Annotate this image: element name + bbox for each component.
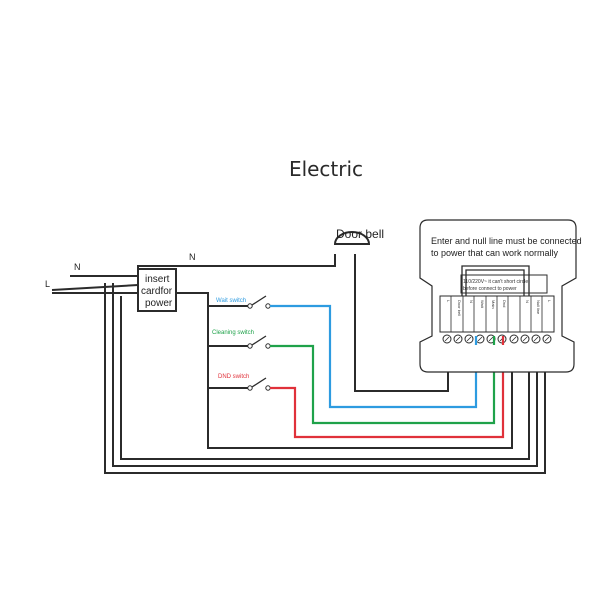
screw-terminal	[509, 334, 519, 344]
screw-terminal	[542, 334, 552, 344]
card-box-line-1: insert	[145, 274, 170, 285]
black-wires	[104, 283, 546, 474]
terminal-label-4: Wait	[480, 300, 485, 309]
card-box-line-3: power	[145, 298, 173, 309]
wait-switch	[247, 295, 478, 409]
terminal-label-1: L	[446, 300, 451, 303]
terminal-dividers	[450, 296, 543, 332]
cleaning-switch-label: Cleaning switch	[212, 330, 254, 336]
terminal-label-5: Main	[491, 300, 496, 309]
control-panel: Enter and null line must be connected to…	[419, 219, 582, 373]
panel-note-line-1: Enter and null line must be connected	[431, 236, 582, 246]
screw-terminal	[520, 334, 530, 344]
screw-terminal	[464, 334, 474, 344]
switch-common-bus	[208, 305, 248, 389]
door-bell-label: Door bell	[336, 227, 384, 241]
panel-note-line-2: to power that can work normally	[431, 248, 559, 258]
terminal-label-3: N	[469, 300, 474, 303]
incoming-lines	[51, 254, 336, 294]
dnd-switch-label: DND switch	[218, 374, 249, 380]
screw-terminal	[531, 334, 541, 344]
wait-switch-label: Wait switch	[216, 298, 246, 304]
terminal-label-9: Null line	[536, 300, 541, 315]
cleaning-switch	[247, 335, 496, 425]
neutral-top-label: N	[189, 252, 196, 262]
neutral-left-label: N	[74, 262, 81, 272]
card-box-line-2: cardfor	[141, 286, 173, 297]
panel-warn-line-2: before connect to power	[463, 286, 517, 292]
diagram-title: Electric	[289, 157, 363, 181]
screw-terminal	[453, 334, 463, 344]
terminal-labels: L Door bell N Wait Main Dnd N Null line …	[446, 300, 552, 316]
screw-terminal	[475, 334, 485, 344]
panel-warn-line-1: 110/220V~ it can't short circle	[463, 279, 528, 285]
card-power-box: insert cardfor power	[137, 268, 177, 312]
panel-jumpers	[461, 265, 530, 296]
terminal-label-6: Dnd	[502, 300, 507, 307]
terminal-label-8: N	[525, 300, 530, 303]
line-label: L	[45, 279, 50, 289]
dnd-switch	[247, 345, 505, 439]
terminal-label-2: Door bell	[457, 300, 462, 316]
terminal-label-10: L	[547, 300, 552, 303]
screw-terminal	[442, 334, 452, 344]
terminal-stubs	[474, 336, 505, 345]
